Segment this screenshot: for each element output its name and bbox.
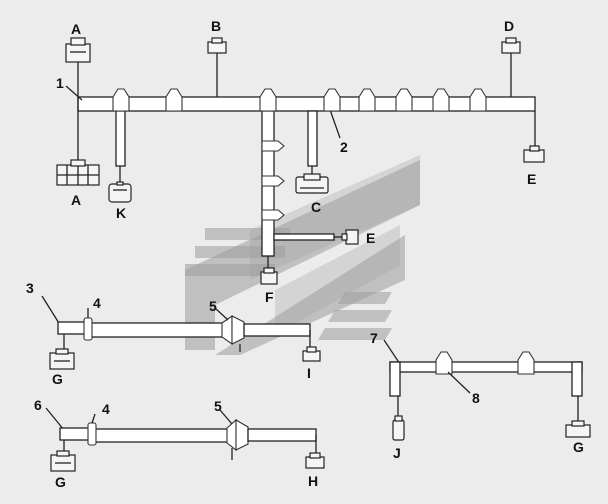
label-7: 7	[370, 330, 378, 346]
connector-g-harness-3	[49, 348, 75, 370]
connector-a-top	[65, 37, 91, 63]
label-f: F	[265, 289, 274, 305]
label-1: 1	[56, 75, 64, 91]
label-a-top: A	[71, 21, 81, 37]
label-2: 2	[340, 139, 348, 155]
label-k: K	[116, 205, 126, 221]
label-4-b: 4	[102, 401, 110, 417]
harness-6	[45, 407, 317, 460]
label-4-a: 4	[93, 295, 101, 311]
label-c: C	[311, 199, 321, 215]
label-8: 8	[472, 390, 480, 406]
connector-e-mid	[341, 229, 359, 245]
connector-j	[392, 415, 405, 441]
connector-g-harness-7	[565, 420, 591, 438]
label-d: D	[504, 18, 514, 34]
connector-c	[295, 173, 329, 194]
label-h: H	[308, 473, 318, 489]
callout-labels: A B D 1 2 E A K C E F 3 4 5 G I 7 8 J G …	[26, 18, 584, 490]
trunk-clips	[112, 88, 487, 112]
connector-e-right	[523, 145, 545, 163]
connector-a-bottom	[56, 159, 100, 186]
connector-i	[302, 346, 321, 362]
connector-h	[305, 452, 325, 469]
connector-k	[108, 181, 132, 203]
label-g-c: G	[573, 439, 584, 455]
label-a-bottom: A	[71, 192, 81, 208]
main-harness	[65, 50, 536, 272]
connector-g-harness-6	[50, 450, 76, 472]
branch-clips	[261, 140, 285, 221]
harness-3	[41, 295, 311, 352]
label-e-mid: E	[366, 230, 375, 246]
connector-d	[501, 37, 521, 54]
connector-b	[207, 37, 227, 54]
label-3: 3	[26, 280, 34, 296]
label-i: I	[307, 365, 311, 381]
main-trunk	[77, 96, 536, 112]
label-5-b: 5	[214, 398, 222, 414]
label-j: J	[393, 445, 401, 461]
connector-f	[260, 267, 278, 285]
label-b: B	[211, 18, 221, 34]
harness-7	[383, 339, 583, 424]
label-5-a: 5	[209, 298, 217, 314]
label-g-b: G	[55, 474, 66, 490]
label-6: 6	[34, 397, 42, 413]
label-g-a: G	[52, 371, 63, 387]
label-e-right: E	[527, 171, 536, 187]
